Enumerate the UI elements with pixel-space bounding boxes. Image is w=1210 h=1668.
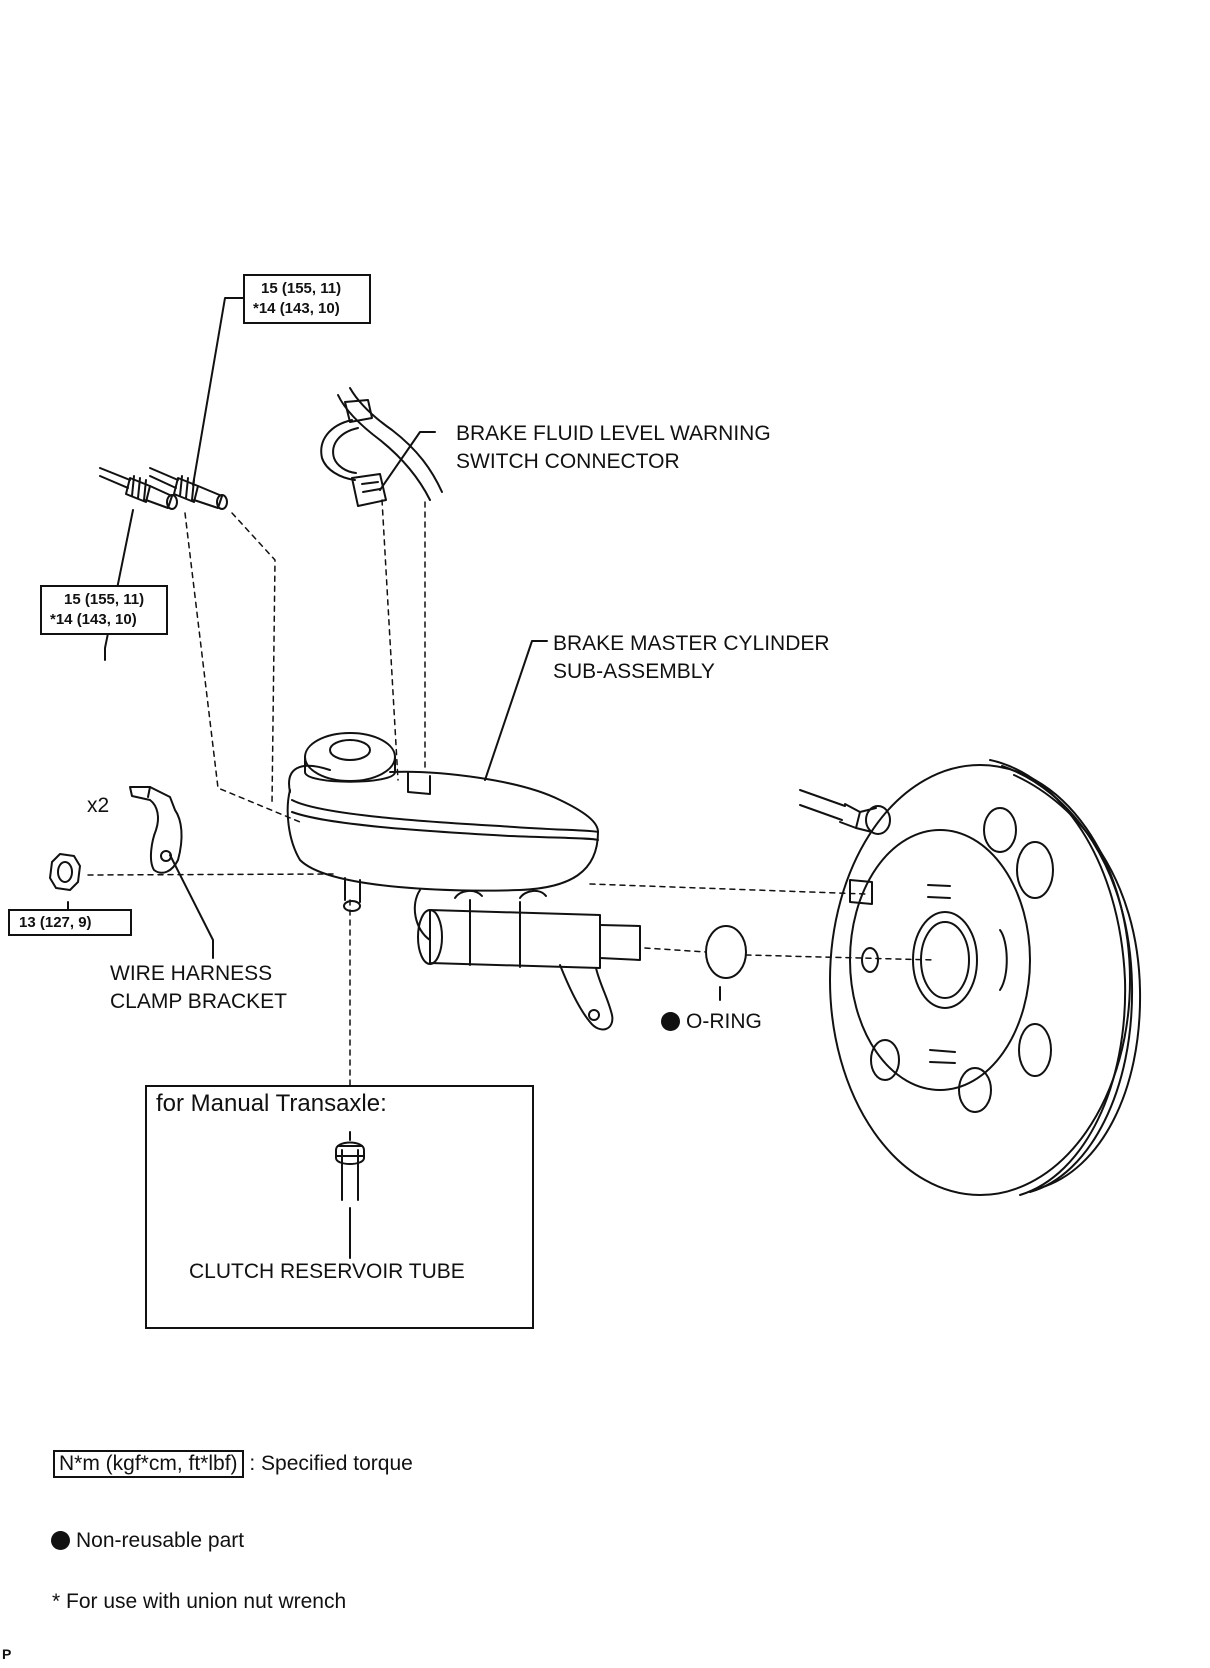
master-cylinder-label-line2: SUB-ASSEMBLY [553, 660, 715, 683]
o-ring-label: O-RING [661, 1008, 762, 1036]
non-reusable-dot-icon [51, 1531, 70, 1550]
legend-union-nut: * For use with union nut wrench [52, 1590, 347, 1613]
non-reusable-dot-icon [661, 1012, 680, 1031]
legend-torque-desc: : Specified torque [249, 1452, 413, 1475]
manual-transaxle-inset [145, 1085, 534, 1329]
warning-switch-label: BRAKE FLUID LEVEL WARNING SWITCH CONNECT… [456, 420, 771, 476]
brake-tube-union-nuts [99, 467, 228, 510]
warning-switch-label-line1: BRAKE FLUID LEVEL WARNING [456, 422, 771, 445]
torque-box-left: 15 (155, 11) *14 (143, 10) [40, 585, 168, 635]
o-ring-text: O-RING [686, 1010, 762, 1033]
o-ring-part [705, 925, 747, 979]
torque-box-nut: 13 (127, 9) [8, 909, 132, 936]
clamp-bracket [129, 786, 183, 874]
master-cylinder [286, 732, 641, 1031]
clamp-bracket-label-line1: WIRE HARNESS [110, 962, 273, 985]
manual-transaxle-title: for Manual Transaxle: [156, 1090, 387, 1117]
torque-box-top-line1: 15 (155, 11) [261, 280, 342, 297]
corner-mark: P [2, 1646, 12, 1662]
warning-switch-connector [320, 387, 443, 507]
nut [49, 853, 81, 891]
torque-box-left-line2: *14 (143, 10) [50, 611, 137, 628]
torque-box-top: 15 (155, 11) *14 (143, 10) [243, 274, 371, 324]
torque-box-nut-value: 13 (127, 9) [19, 914, 92, 931]
torque-box-top-line2: *14 (143, 10) [253, 300, 340, 317]
brake-booster [799, 759, 1142, 1196]
clamp-bracket-label-line2: CLAMP BRACKET [110, 990, 287, 1013]
legend-torque-unit: N*m (kgf*cm, ft*lbf) [53, 1450, 244, 1478]
clutch-reservoir-tube [335, 1131, 365, 1201]
clutch-tube-label: CLUTCH RESERVOIR TUBE [189, 1260, 465, 1283]
legend-non-reusable: Non-reusable part [51, 1527, 244, 1555]
legend-non-reusable-text: Non-reusable part [76, 1529, 245, 1552]
quantity-label: x2 [87, 794, 110, 817]
alignment-lines [87, 499, 936, 1086]
leader-lines [67, 297, 721, 1259]
torque-box-left-line1: 15 (155, 11) [64, 591, 145, 608]
clamp-bracket-label: WIRE HARNESS CLAMP BRACKET [110, 960, 287, 1016]
master-cylinder-label-line1: BRAKE MASTER CYLINDER [553, 632, 830, 655]
warning-switch-label-line2: SWITCH CONNECTOR [456, 450, 680, 473]
master-cylinder-label: BRAKE MASTER CYLINDER SUB-ASSEMBLY [553, 630, 830, 686]
legend-torque: N*m (kgf*cm, ft*lbf) : Specified torque [53, 1450, 413, 1478]
